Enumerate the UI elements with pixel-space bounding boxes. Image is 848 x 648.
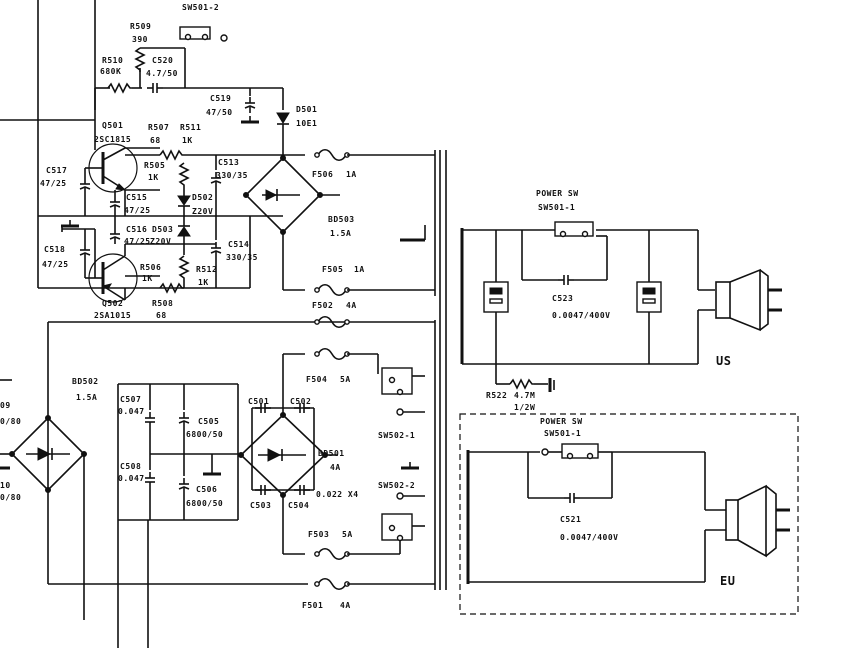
label-f502-val: 4A xyxy=(346,301,357,310)
label-q502: Q502 xyxy=(102,299,123,308)
label-r510-val: 680K xyxy=(100,67,121,76)
label-c519-val: 47/50 xyxy=(206,108,233,117)
label-q502-val: 2SA1015 xyxy=(94,311,131,320)
label-c501: C501 xyxy=(248,397,269,406)
label-f502: F502 xyxy=(312,301,333,310)
label-r512: R512 xyxy=(196,265,217,274)
label-c520: C520 xyxy=(152,56,173,65)
label-c505-val: 6800/50 xyxy=(186,430,223,439)
label-c516-val: 47/25 xyxy=(124,237,151,246)
label-c507-val: 0.047 xyxy=(118,407,145,416)
label-r509-left: 09 xyxy=(0,401,11,410)
label-c508-val: 0.047 xyxy=(118,474,145,483)
label-c513-val: 330/35 xyxy=(216,171,248,180)
label-f501: F501 xyxy=(302,601,323,610)
label-c521: C521 xyxy=(560,515,581,524)
label-c508: C508 xyxy=(120,462,141,471)
label-r511-val: 1K xyxy=(182,136,193,145)
label-r522: R522 xyxy=(486,391,507,400)
label-bd502-val: 1.5A xyxy=(76,393,97,402)
label-bd502: BD502 xyxy=(72,377,99,386)
label-d503: D503 xyxy=(152,225,173,234)
label-r505-val: 1K xyxy=(148,173,159,182)
label-d502-val: Z20V xyxy=(192,207,213,216)
label-r509-left-val: 0/80 xyxy=(0,417,21,426)
label-r522-w: 1/2W xyxy=(514,403,535,412)
label-c514: C514 xyxy=(228,240,249,249)
label-r511: R511 xyxy=(180,123,201,132)
label-c520-val: 4.7/50 xyxy=(146,69,178,78)
label-r506: R506 xyxy=(140,263,161,272)
label-f503-val: 5A xyxy=(342,530,353,539)
label-c519: C519 xyxy=(210,94,231,103)
label-bd503-val: 1.5A xyxy=(330,229,351,238)
label-sw501-2: SW501-2 xyxy=(182,3,219,12)
label-c507: C507 xyxy=(120,395,141,404)
label-r522-val: 4.7M xyxy=(514,391,535,400)
label-eu: EU xyxy=(720,574,735,588)
label-sw501-1-eu: SW501-1 xyxy=(544,429,581,438)
label-r508-val: 68 xyxy=(156,311,167,320)
label-f505-val: 1A xyxy=(354,265,365,274)
label-c518-val: 47/25 xyxy=(42,260,69,269)
label-sw502-2: SW502-2 xyxy=(378,481,415,490)
label-bd501: BD501 xyxy=(318,449,345,458)
label-c506: C506 xyxy=(196,485,217,494)
label-r509-val: 390 xyxy=(132,35,148,44)
label-sw502-1: SW502-1 xyxy=(378,431,415,440)
label-bd503: BD503 xyxy=(328,215,355,224)
label-power-sw-eu: POWER SW xyxy=(540,417,583,426)
label-us: US xyxy=(716,354,731,368)
label-left-frag-1: 10 xyxy=(0,481,11,490)
label-f506-val: 1A xyxy=(346,170,357,179)
label-c523-val: 0.0047/400V xyxy=(552,311,610,320)
label-c515: C515 xyxy=(126,193,147,202)
label-left-frag-2: 0/80 xyxy=(0,493,21,502)
label-d501: D501 xyxy=(296,105,317,114)
label-c518: C518 xyxy=(44,245,65,254)
label-r505: R505 xyxy=(144,161,165,170)
label-q501: Q501 xyxy=(102,121,123,130)
label-r512-val: 1K xyxy=(198,278,209,287)
label-r509: R509 xyxy=(130,22,151,31)
label-f504: F504 xyxy=(306,375,327,384)
label-r507-val: 68 xyxy=(150,136,161,145)
label-q501-val: 2SC1815 xyxy=(94,135,131,144)
label-c517: C517 xyxy=(46,166,67,175)
label-r506-val: 1K xyxy=(142,274,153,283)
label-c515-val: 47/25 xyxy=(124,206,151,215)
label-r507: R507 xyxy=(148,123,169,132)
label-bd501-val: 4A xyxy=(330,463,341,472)
label-c501-504-val: 0.022 X4 xyxy=(316,490,359,499)
label-f501-val: 4A xyxy=(340,601,351,610)
label-f506: F506 xyxy=(312,170,333,179)
label-c503: C503 xyxy=(250,501,271,510)
label-r510: R510 xyxy=(102,56,123,65)
label-c502: C502 xyxy=(290,397,311,406)
label-c506-val: 6800/50 xyxy=(186,499,223,508)
label-d501-val: 10E1 xyxy=(296,119,317,128)
label-f504-val: 5A xyxy=(340,375,351,384)
label-c514-val: 330/35 xyxy=(226,253,258,262)
label-r508: R508 xyxy=(152,299,173,308)
label-c517-val: 47/25 xyxy=(40,179,67,188)
label-f503: F503 xyxy=(308,530,329,539)
label-c513: C513 xyxy=(218,158,239,167)
label-f505: F505 xyxy=(322,265,343,274)
label-c504: C504 xyxy=(288,501,309,510)
label-c523: C523 xyxy=(552,294,573,303)
label-sw501-1-us: SW501-1 xyxy=(538,203,575,212)
label-d502: D502 xyxy=(192,193,213,202)
label-c521-val: 0.0047/400V xyxy=(560,533,618,542)
label-d503-val: Z20V xyxy=(150,237,171,246)
label-c505: C505 xyxy=(198,417,219,426)
label-power-sw-us: POWER SW xyxy=(536,189,579,198)
label-c516: C516 xyxy=(126,225,147,234)
